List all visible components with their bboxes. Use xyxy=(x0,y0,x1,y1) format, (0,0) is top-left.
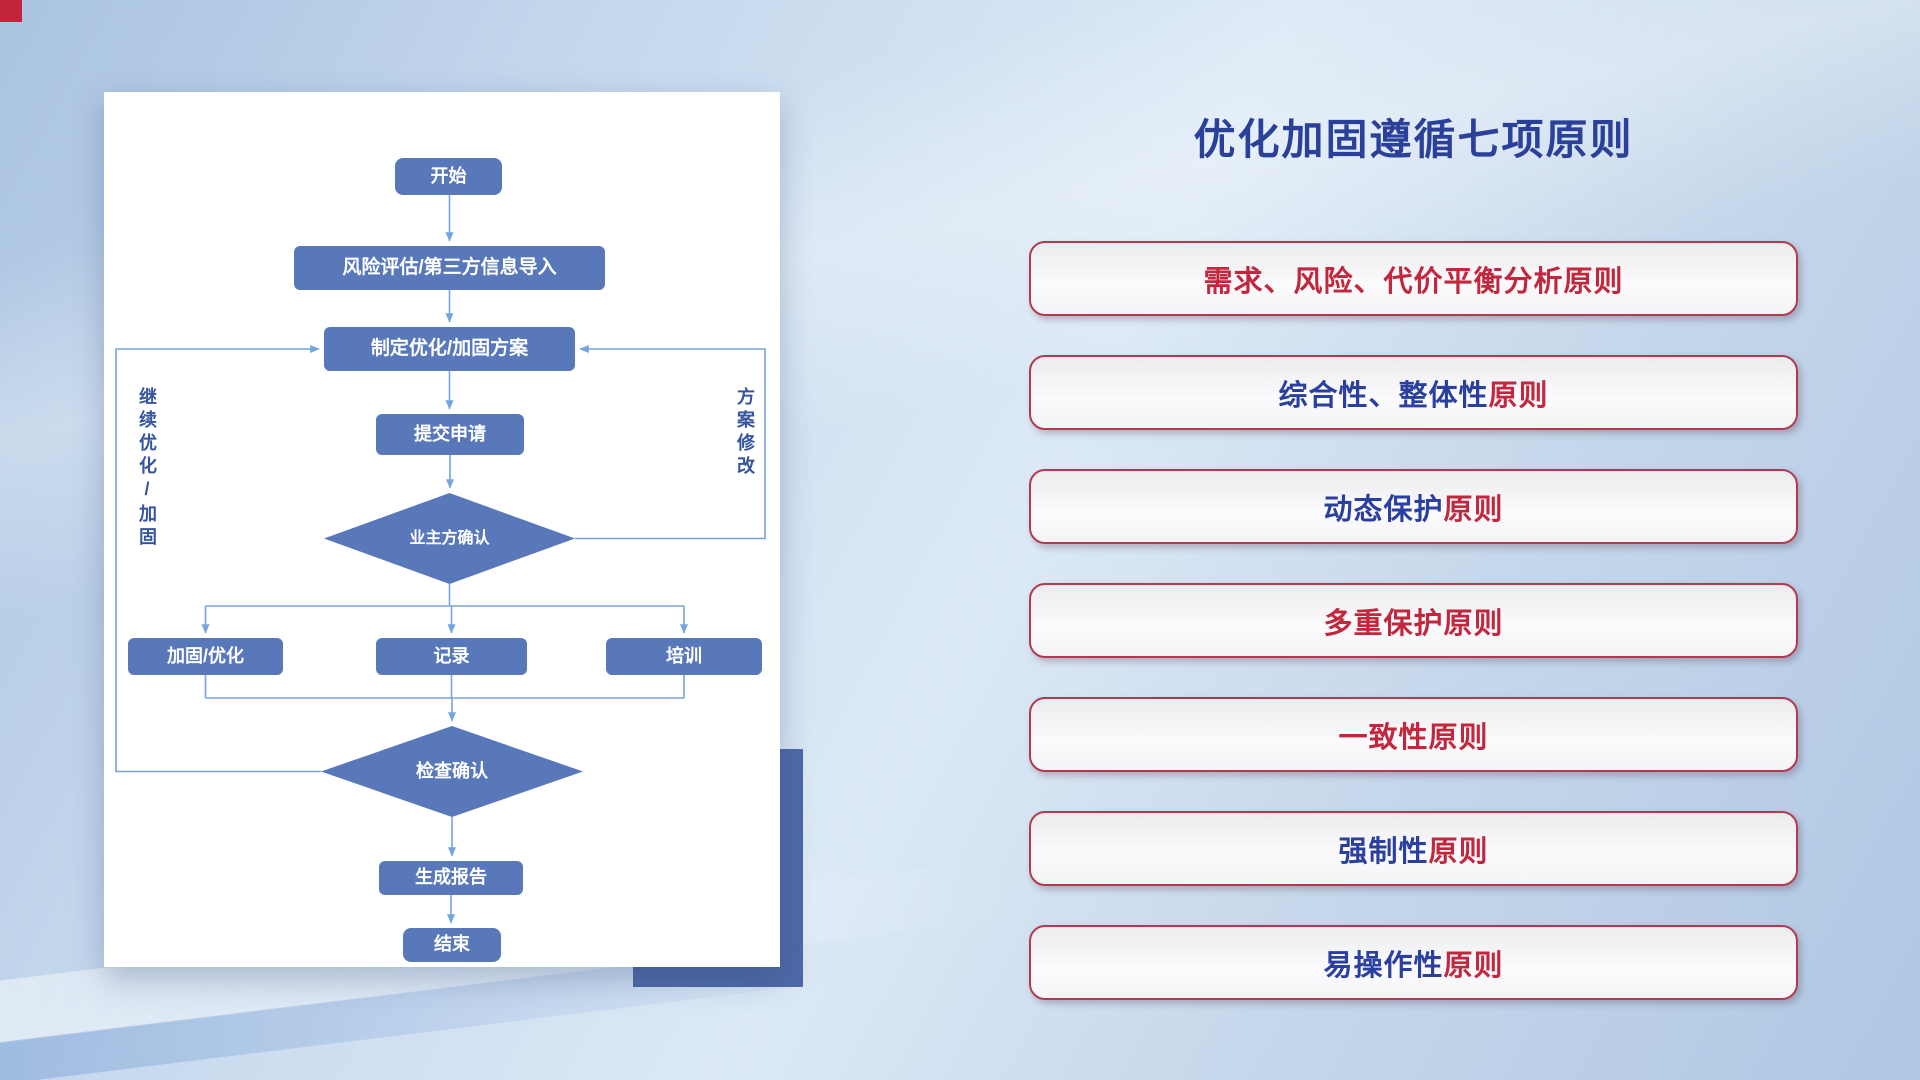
flowchart-card: 开始 风险评估/第三方信息导入 制定优化/加固方案 提交申请 业主方确认 加固/… xyxy=(104,92,780,967)
principle-text-suffix: 原则 xyxy=(1428,721,1489,754)
flow-node-reinforce: 加固/优化 xyxy=(128,638,283,675)
principle-text-suffix: 原则 xyxy=(1488,379,1549,412)
right-loop-label: 方案修改 xyxy=(735,387,755,479)
principle-item-1: 需求、风险、代价平衡分析原则 xyxy=(1029,241,1798,316)
principle-item-7: 易操作性原则 xyxy=(1029,925,1798,1000)
flow-node-record: 记录 xyxy=(376,638,527,675)
principle-item-5: 一致性原则 xyxy=(1029,697,1798,772)
principle-text-suffix: 原则 xyxy=(1443,607,1504,640)
principle-text: 一致性 xyxy=(1338,721,1429,754)
principle-text: 动态保护 xyxy=(1323,493,1444,526)
principle-text-suffix: 原则 xyxy=(1443,493,1504,526)
principles-list: 需求、风险、代价平衡分析原则 综合性、整体性原则 动态保护原则 多重保护原则 一… xyxy=(1029,241,1798,1000)
flow-node-submit: 提交申请 xyxy=(376,414,524,455)
principle-text: 强制性 xyxy=(1338,835,1429,868)
left-loop-label: 继续优化/加固 xyxy=(137,387,157,550)
flow-node-report: 生成报告 xyxy=(379,861,523,895)
principle-item-2: 综合性、整体性原则 xyxy=(1029,355,1798,430)
flow-node-risk-import: 风险评估/第三方信息导入 xyxy=(294,246,605,290)
flow-connectors xyxy=(115,195,766,924)
principle-text: 易操作性 xyxy=(1323,949,1444,982)
flow-node-start: 开始 xyxy=(395,158,502,195)
flow-node-training: 培训 xyxy=(606,638,762,675)
principle-text-suffix: 原则 xyxy=(1428,835,1489,868)
page-title: 优化加固遵循七项原则 xyxy=(1193,116,1634,163)
flow-node-plan: 制定优化/加固方案 xyxy=(324,327,575,371)
principle-text-suffix: 原则 xyxy=(1563,265,1624,298)
principle-item-4: 多重保护原则 xyxy=(1029,583,1798,658)
principle-text: 需求、风险、代价平衡分析 xyxy=(1203,265,1564,298)
corner-accent-square xyxy=(0,0,22,22)
principle-item-6: 强制性原则 xyxy=(1029,811,1798,886)
flow-node-end: 结束 xyxy=(403,928,501,962)
principle-item-3: 动态保护原则 xyxy=(1029,469,1798,544)
principle-text: 综合性、整体性 xyxy=(1278,379,1489,412)
principle-text-suffix: 原则 xyxy=(1443,949,1504,982)
principle-text: 多重保护 xyxy=(1323,607,1444,640)
